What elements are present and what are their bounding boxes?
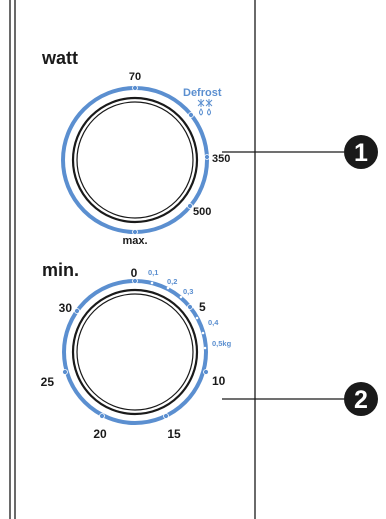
- timer-label-5: 5: [199, 300, 206, 314]
- power-scale-dots: [132, 85, 210, 235]
- weight-label-0-3: 0,3: [183, 287, 193, 296]
- timer-label-10: 10: [212, 374, 226, 388]
- power-label-350: 350: [212, 153, 230, 165]
- power-knob-outer[interactable]: [71, 96, 199, 224]
- power-label-500: 500: [193, 206, 211, 218]
- timer-label-0: 0: [131, 266, 138, 280]
- weight-label-0-1: 0,1: [148, 268, 158, 277]
- power-label-max: max.: [122, 235, 147, 247]
- timer-knob-outer[interactable]: [71, 288, 199, 416]
- callout-2-badge: [344, 382, 378, 416]
- callout-1: 1: [222, 135, 378, 169]
- timer-knob-inner: [76, 293, 194, 411]
- weight-label-0-5kg: 0,5kg: [212, 339, 232, 348]
- power-label-70: 70: [129, 71, 141, 83]
- timer-label-30: 30: [59, 301, 73, 315]
- callout-1-number: 1: [354, 139, 368, 167]
- timer-label-15: 15: [167, 427, 181, 441]
- power-dial-title: watt: [41, 48, 78, 68]
- weight-label-0-2: 0,2: [167, 277, 177, 286]
- snowflake-and-drops-icon: [197, 99, 213, 116]
- timer-label-25: 25: [41, 375, 55, 389]
- callout-2-number: 2: [354, 386, 368, 414]
- power-knob-inner: [76, 101, 194, 219]
- weight-label-0-4: 0,4: [208, 318, 219, 327]
- weight-scale-markers: [150, 281, 207, 410]
- timer-dial[interactable]: min. 0 5 10 15 20 25 30: [41, 260, 232, 441]
- power-dial[interactable]: watt 70 Defrost 350 500 max.: [41, 48, 230, 247]
- callout-2: 2: [222, 382, 378, 416]
- panel-edge-lines: [9, 0, 256, 519]
- timer-scale-dots: [62, 278, 209, 419]
- timer-dial-title: min.: [42, 260, 79, 280]
- timer-label-20: 20: [93, 427, 107, 441]
- callout-1-badge: [344, 135, 378, 169]
- power-label-defrost: Defrost: [183, 87, 222, 99]
